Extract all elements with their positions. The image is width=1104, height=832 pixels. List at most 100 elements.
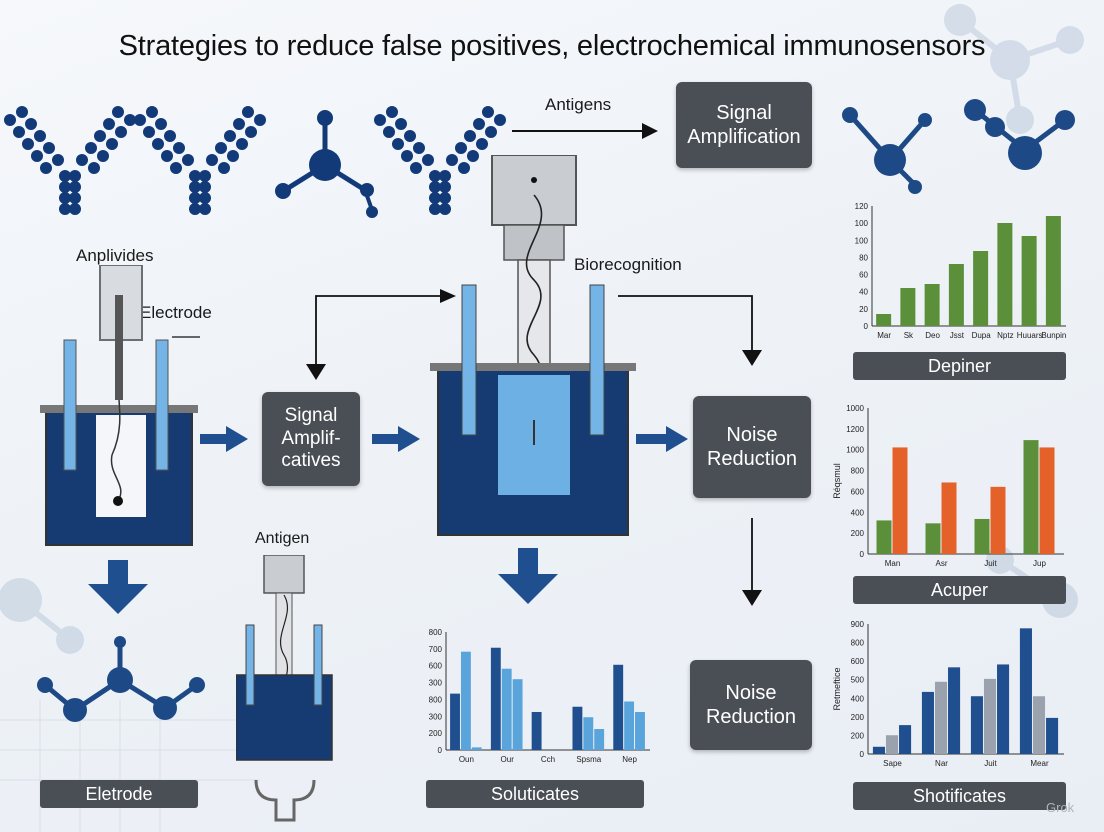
x-tick-label: Oun bbox=[459, 755, 474, 764]
y-tick-label: 100 bbox=[855, 236, 869, 245]
bar bbox=[970, 696, 983, 754]
signal-amplifcatives-box: Signal Amplif- catives bbox=[262, 392, 360, 486]
antibody-icon bbox=[134, 106, 266, 215]
molecule-icon bbox=[275, 110, 378, 218]
bar bbox=[876, 314, 892, 326]
left-electrode-cell bbox=[40, 265, 200, 546]
anplivides-label: Anplivides bbox=[76, 246, 154, 265]
x-tick-label: Sape bbox=[883, 759, 902, 768]
bar bbox=[471, 747, 482, 750]
bar bbox=[583, 717, 594, 750]
y-tick-label: 800 bbox=[851, 467, 865, 476]
x-tick-label: Juit bbox=[984, 759, 997, 768]
x-tick-label: Cch bbox=[541, 755, 555, 764]
antigens-label: Antigens bbox=[545, 95, 612, 114]
y-tick-label: 1200 bbox=[846, 425, 864, 434]
electrode-label: Electrode bbox=[140, 303, 212, 322]
x-tick-label: Nptz bbox=[997, 331, 1013, 340]
y-tick-label: 900 bbox=[851, 620, 865, 629]
x-tick-label: Huuars bbox=[1017, 331, 1043, 340]
y-tick-label: 700 bbox=[429, 645, 443, 654]
x-tick-label: Dupa bbox=[972, 331, 992, 340]
bar bbox=[921, 691, 934, 754]
y-tick-label: 40 bbox=[859, 288, 868, 297]
bar bbox=[948, 264, 964, 326]
bar bbox=[925, 523, 941, 554]
y-axis-label: Réqsmul bbox=[832, 463, 842, 499]
y-tick-label: 200 bbox=[851, 731, 865, 740]
y-tick-label: 1000 bbox=[846, 446, 864, 455]
bar bbox=[983, 678, 997, 754]
x-tick-label: Mar bbox=[877, 331, 891, 340]
bar bbox=[1046, 717, 1059, 754]
watermark: Grok bbox=[1046, 800, 1075, 815]
bar bbox=[997, 223, 1013, 326]
bar bbox=[997, 664, 1010, 754]
caption-acuper: Acuper bbox=[853, 576, 1066, 604]
biorecognition-label: Biorecognition bbox=[574, 255, 682, 274]
y-tick-label: 400 bbox=[851, 694, 865, 703]
y-tick-label: 500 bbox=[851, 676, 865, 685]
bar bbox=[1023, 440, 1039, 554]
bar bbox=[974, 518, 990, 554]
bar bbox=[924, 284, 940, 326]
bar bbox=[892, 447, 908, 554]
y-tick-label: 600 bbox=[429, 662, 443, 671]
y-tick-label: 600 bbox=[851, 487, 865, 496]
bar bbox=[990, 486, 1006, 554]
bar bbox=[872, 746, 885, 754]
y-tick-label: 200 bbox=[429, 729, 443, 738]
bar bbox=[460, 651, 471, 750]
y-axis-label: Retmeftice bbox=[832, 667, 842, 710]
y-tick-label: 1000 bbox=[846, 404, 864, 413]
x-tick-label: Man bbox=[885, 559, 901, 568]
antigen-label: Antigen bbox=[255, 530, 310, 547]
bar bbox=[531, 711, 542, 750]
y-tick-label: 300 bbox=[429, 679, 443, 688]
x-tick-label: Mear bbox=[1030, 759, 1049, 768]
y-tick-label: 800 bbox=[429, 628, 443, 637]
bar bbox=[1039, 447, 1055, 554]
bar bbox=[512, 679, 523, 750]
bar bbox=[490, 647, 501, 750]
y-tick-label: 0 bbox=[864, 322, 869, 331]
bar bbox=[624, 701, 635, 750]
bar bbox=[1019, 628, 1032, 754]
bar bbox=[899, 725, 912, 754]
signal-amplification-box: Signal Amplification bbox=[676, 82, 812, 168]
x-tick-label: Deo bbox=[925, 331, 940, 340]
caption-depiner: Depiner bbox=[853, 352, 1066, 380]
molecule-icons-right bbox=[842, 99, 1075, 194]
center-electrode-cell bbox=[430, 155, 636, 536]
bar bbox=[450, 693, 460, 750]
bar bbox=[934, 681, 948, 754]
y-tick-label: 60 bbox=[859, 271, 868, 280]
arrow-right-icon bbox=[512, 123, 658, 139]
bar bbox=[1021, 236, 1037, 326]
bar bbox=[941, 482, 957, 554]
bar bbox=[1045, 216, 1061, 326]
caption-eletrode: Eletrode bbox=[40, 780, 198, 808]
y-tick-label: 80 bbox=[859, 253, 868, 262]
y-tick-label: 200 bbox=[851, 529, 865, 538]
bar bbox=[885, 735, 899, 754]
bar bbox=[876, 520, 892, 554]
bar bbox=[900, 288, 916, 326]
molecule-icon bbox=[37, 636, 205, 722]
antibody-icon bbox=[4, 106, 136, 215]
bar bbox=[1032, 696, 1046, 754]
antibody-icons bbox=[4, 106, 506, 218]
noise-reduction-box-2: Noise Reduction bbox=[690, 660, 812, 750]
bar bbox=[572, 706, 583, 750]
bar bbox=[973, 251, 989, 326]
bar bbox=[948, 667, 961, 754]
x-tick-label: Spsma bbox=[576, 755, 601, 764]
y-tick-label: 20 bbox=[859, 305, 868, 314]
page-title: Strategies to reduce false positives, el… bbox=[118, 30, 986, 62]
y-tick-label: 0 bbox=[860, 750, 865, 759]
